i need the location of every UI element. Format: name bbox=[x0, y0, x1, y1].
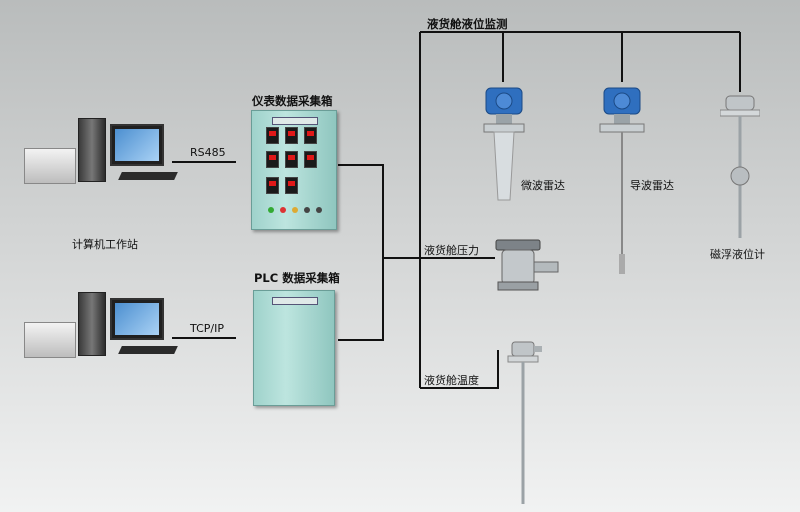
magnetic-float-label: 磁浮液位计 bbox=[710, 248, 765, 261]
tower-icon bbox=[78, 118, 106, 182]
indicator-light bbox=[292, 207, 298, 213]
temperature-branch bbox=[420, 350, 499, 389]
microwave-radar-label: 微波雷达 bbox=[521, 179, 565, 192]
level-monitoring-title: 液货舱液位监测 bbox=[427, 17, 508, 31]
meter-display bbox=[285, 177, 298, 194]
microwave-radar-icon bbox=[483, 87, 525, 201]
meter-display bbox=[304, 151, 317, 168]
meter-display bbox=[304, 127, 317, 144]
keyboard-icon bbox=[118, 346, 178, 354]
tcpip-label: TCP/IP bbox=[190, 322, 224, 335]
indicator-light bbox=[268, 207, 274, 213]
meter-display bbox=[266, 127, 279, 144]
instrument-box-title: 仪表数据采集箱 bbox=[252, 94, 333, 108]
printer-icon bbox=[24, 322, 76, 358]
magnetic-float-icon bbox=[720, 95, 760, 238]
indicator-light bbox=[280, 207, 286, 213]
keyboard-icon bbox=[118, 172, 178, 180]
switch-knob bbox=[304, 207, 310, 213]
pressure-label: 液货舱压力 bbox=[424, 244, 479, 257]
plc-cabinet bbox=[253, 290, 335, 406]
switch-knob bbox=[316, 207, 322, 213]
temperature-label: 液货舱温度 bbox=[424, 374, 479, 387]
meter-display bbox=[266, 177, 279, 194]
guided-radar-icon bbox=[599, 87, 645, 274]
workstation-label: 计算机工作站 bbox=[72, 238, 138, 251]
pressure-sensor-icon bbox=[495, 239, 559, 291]
meter-display bbox=[285, 127, 298, 144]
instrument-cabinet bbox=[251, 110, 337, 230]
meter-display bbox=[266, 151, 279, 168]
plc-box-title: PLC 数据采集箱 bbox=[254, 271, 340, 285]
monitor-icon bbox=[110, 298, 164, 340]
temperature-probe-icon bbox=[507, 341, 542, 504]
rs485-label: RS485 bbox=[190, 146, 226, 159]
monitor-icon bbox=[110, 124, 164, 166]
tower-icon bbox=[78, 292, 106, 356]
instrument-box-link bbox=[338, 164, 384, 341]
cabinet-nameplate bbox=[272, 297, 318, 305]
guided-radar-label: 导波雷达 bbox=[630, 179, 674, 192]
workstation-pc-top bbox=[24, 118, 178, 188]
workstation-pc-bottom bbox=[24, 292, 178, 362]
cabinet-nameplate bbox=[272, 117, 318, 125]
printer-icon bbox=[24, 148, 76, 184]
meter-display bbox=[285, 151, 298, 168]
